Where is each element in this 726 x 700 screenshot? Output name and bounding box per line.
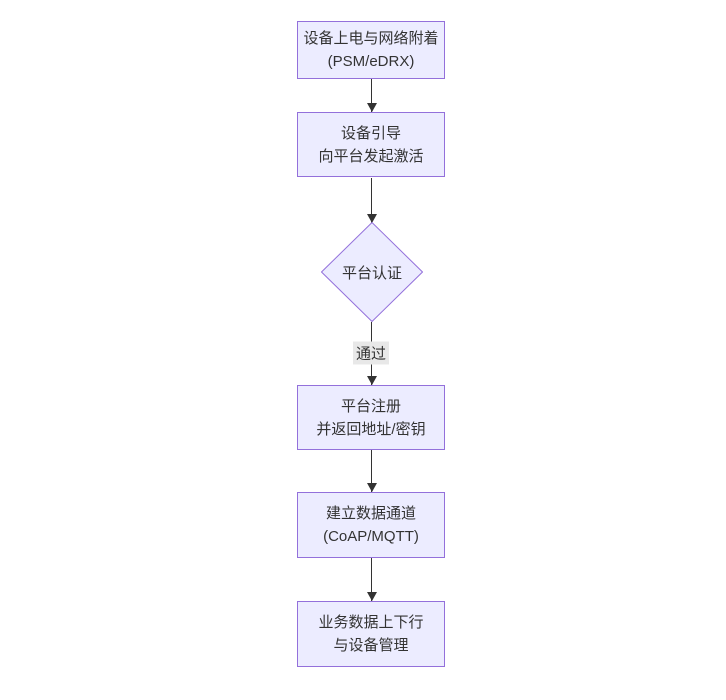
node-bootstrap: 设备引导 向平台发起激活	[297, 112, 445, 177]
node-register-line2: 并返回地址/密钥	[316, 420, 426, 438]
node-power-attach-line2: (PSM/eDRX)	[327, 53, 415, 70]
node-business-data: 业务数据上下行 与设备管理	[297, 601, 445, 667]
node-business-data-line1: 业务数据上下行	[318, 614, 424, 631]
node-data-channel-line2: (CoAP/MQTT)	[323, 528, 419, 545]
arrowhead-down-icon	[366, 214, 377, 223]
diamond-shape	[321, 222, 423, 322]
node-power-attach: 设备上电与网络附着 (PSM/eDRX)	[297, 21, 445, 79]
node-bootstrap-line1: 设备引导	[340, 124, 401, 142]
edge-register-to-channel	[366, 450, 377, 492]
edge-channel-to-business	[366, 558, 377, 601]
node-register: 平台注册 并返回地址/密钥	[297, 385, 445, 450]
node-register-line1: 平台注册	[340, 397, 401, 415]
node-bootstrap-line2: 向平台发起激活	[318, 147, 424, 165]
node-data-channel-line1: 建立数据通道	[325, 505, 416, 522]
decision-platform-auth: 平台认证	[321, 222, 423, 322]
edge-bootstrap-to-auth	[366, 178, 377, 223]
arrowhead-down-icon	[366, 376, 377, 385]
edge-power-to-bootstrap	[366, 79, 377, 112]
arrowhead-down-icon	[366, 103, 377, 112]
edge-label-pass: 通过	[352, 341, 390, 365]
arrowhead-down-icon	[366, 483, 377, 492]
node-data-channel: 建立数据通道 (CoAP/MQTT)	[297, 492, 445, 558]
node-power-attach-line1: 设备上电与网络附着	[303, 30, 439, 47]
decision-platform-auth-label: 平台认证	[341, 264, 402, 282]
node-business-data-line2: 与设备管理	[333, 637, 409, 654]
arrowhead-down-icon	[366, 592, 377, 601]
